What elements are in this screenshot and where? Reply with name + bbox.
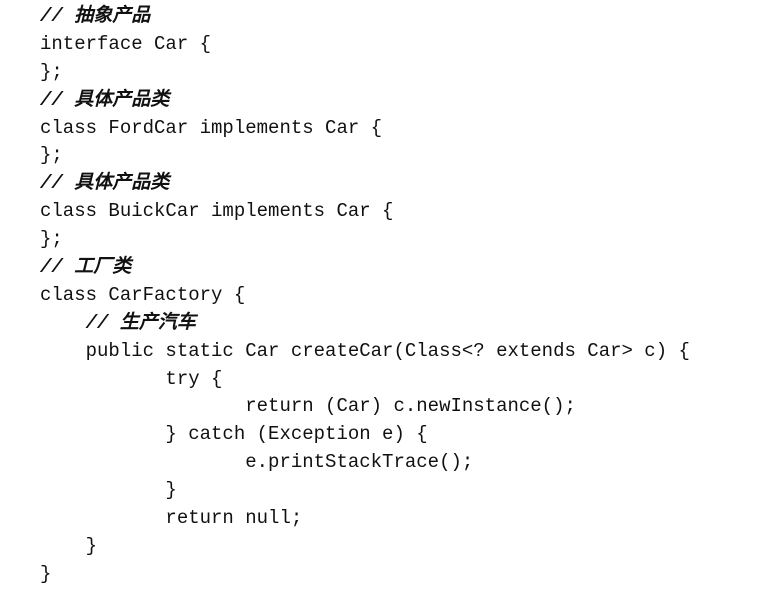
code-line: class CarFactory {: [40, 283, 246, 306]
code-line: };: [40, 144, 63, 167]
code-comment-line: // 生产汽车: [40, 311, 196, 334]
code-line: return null;: [40, 507, 303, 530]
code-listing: // 抽象产品 interface Car {}; // 具体产品类 class Fo…: [40, 3, 770, 589]
code-line: e.printStackTrace();: [40, 451, 474, 474]
code-line: };: [40, 60, 63, 83]
code-line: public static Car createCar(Class<? exte…: [40, 339, 690, 362]
code-line: class BuickCar implements Car {: [40, 200, 394, 223]
code-line: }: [40, 534, 98, 557]
code-line: try {: [40, 367, 223, 390]
code-comment-line: // 抽象产品: [40, 5, 151, 27]
code-line: };: [40, 228, 63, 251]
code-line: }: [40, 562, 52, 585]
code-comment-line: // 具体产品类: [40, 172, 170, 195]
code-line: class FordCar implements Car {: [40, 116, 383, 139]
code-line: return (Car) c.newInstance();: [40, 395, 576, 418]
code-line: interface Car {: [40, 32, 212, 55]
code-line: } catch (Exception e) {: [40, 423, 428, 446]
code-comment-line: // 具体产品类: [40, 88, 170, 111]
code-comment-line: // 工厂类: [40, 256, 132, 279]
code-line: }: [40, 479, 177, 502]
